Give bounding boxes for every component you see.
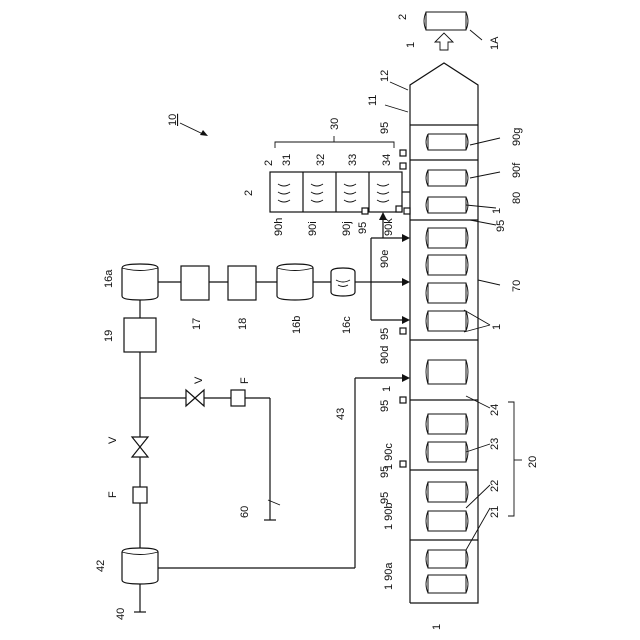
label-70: 70	[511, 280, 523, 292]
label-11: 11	[367, 95, 379, 106]
label-30: 30	[329, 118, 341, 130]
label-F1: F	[239, 377, 251, 384]
container-icon	[426, 197, 468, 213]
tank-42	[122, 548, 158, 584]
output-container	[424, 12, 468, 50]
label-95-c: 95	[379, 466, 391, 478]
container-icon	[426, 511, 468, 531]
label-34: 34	[381, 154, 393, 166]
label-16c: 16c	[341, 316, 353, 334]
labels: 10 2 1 1A 12 11 30 95 90g 90f 80 1 95 2 …	[95, 14, 539, 630]
label-23: 23	[489, 438, 501, 450]
label-21: 21	[489, 506, 501, 518]
label-12: 12	[379, 70, 391, 82]
container-icon	[426, 311, 468, 331]
label-1-d: 1	[381, 386, 393, 392]
tunnel-containers	[426, 134, 468, 593]
label-2-a: 2	[263, 160, 275, 166]
label-90j: 90j	[341, 221, 353, 236]
label-V2: V	[107, 436, 119, 444]
label-90d: 90d	[379, 346, 391, 364]
sensor-95-e	[400, 328, 406, 334]
tank-16a	[122, 264, 158, 300]
label-F2: F	[107, 491, 119, 498]
container-icon	[426, 255, 468, 275]
label-33: 33	[347, 154, 359, 166]
label-32: 32	[315, 154, 327, 166]
container-icon	[426, 283, 468, 303]
container-icon	[426, 170, 468, 186]
label-42: 42	[95, 560, 107, 572]
label-40: 40	[115, 608, 127, 620]
label-95-80: 95	[495, 220, 507, 232]
label-60: 60	[239, 506, 251, 518]
container-icon	[426, 414, 468, 434]
container-icon	[426, 575, 468, 593]
label-90k: 90k	[383, 218, 395, 236]
output-arrow-icon	[435, 33, 453, 50]
label-90f: 90f	[511, 162, 523, 178]
label-95-j: 95	[357, 222, 369, 234]
label-90a: 1 90a	[383, 562, 395, 590]
label-20: 20	[527, 456, 539, 468]
label-24: 24	[489, 404, 501, 416]
label-90e: 90e	[379, 250, 391, 268]
tank-16b	[277, 264, 313, 300]
label-90i: 90i	[307, 221, 319, 236]
sensor-95-top	[400, 150, 406, 156]
label-22: 22	[489, 480, 501, 492]
label-16b: 16b	[291, 316, 303, 334]
unit-19	[124, 318, 156, 352]
label-31: 31	[281, 154, 293, 166]
container-icon	[426, 550, 468, 568]
sensor-95-top2	[400, 163, 406, 169]
label-90g: 90g	[511, 128, 523, 146]
label-43: 43	[335, 408, 347, 420]
ref-10: 10	[167, 114, 179, 126]
label-95-top: 95	[379, 122, 391, 134]
valve-icon	[132, 437, 148, 457]
label-2-top: 2	[397, 14, 409, 20]
label-1A: 1A	[489, 36, 501, 50]
label-19: 19	[103, 330, 115, 342]
label-17: 17	[191, 318, 203, 330]
label-1-bottom: 1	[431, 624, 443, 630]
unit-17	[181, 266, 209, 300]
valve-icon	[186, 390, 204, 406]
label-2-b: 2	[243, 190, 255, 196]
container-icon	[426, 228, 468, 248]
main-pipe	[122, 300, 410, 612]
chamber-box-30	[270, 136, 410, 214]
label-16a: 16a	[103, 269, 115, 288]
label-18: 18	[237, 318, 249, 330]
label-95-d: 95	[379, 400, 391, 412]
sensor-95-c	[400, 461, 406, 467]
container-icon	[426, 360, 468, 384]
filter-icon	[231, 390, 245, 406]
container-icon	[426, 482, 468, 502]
label-95-e: 95	[379, 328, 391, 340]
filter-icon	[133, 487, 147, 503]
label-90h: 90h	[273, 218, 285, 236]
label-V1: V	[193, 376, 205, 384]
label-1-top: 1	[405, 42, 417, 48]
sensor-95-d	[400, 397, 406, 403]
label-90b: 1 90b	[383, 502, 395, 530]
unit-18	[228, 266, 256, 300]
sensor-95-80	[404, 208, 410, 214]
label-80: 80	[511, 192, 523, 204]
label-95-b: 95	[379, 492, 391, 504]
label-1-70: 1	[491, 324, 503, 330]
tank-16c	[331, 268, 355, 296]
container-icon	[426, 134, 468, 150]
container-icon	[426, 442, 468, 462]
label-1-80: 1	[491, 208, 503, 214]
